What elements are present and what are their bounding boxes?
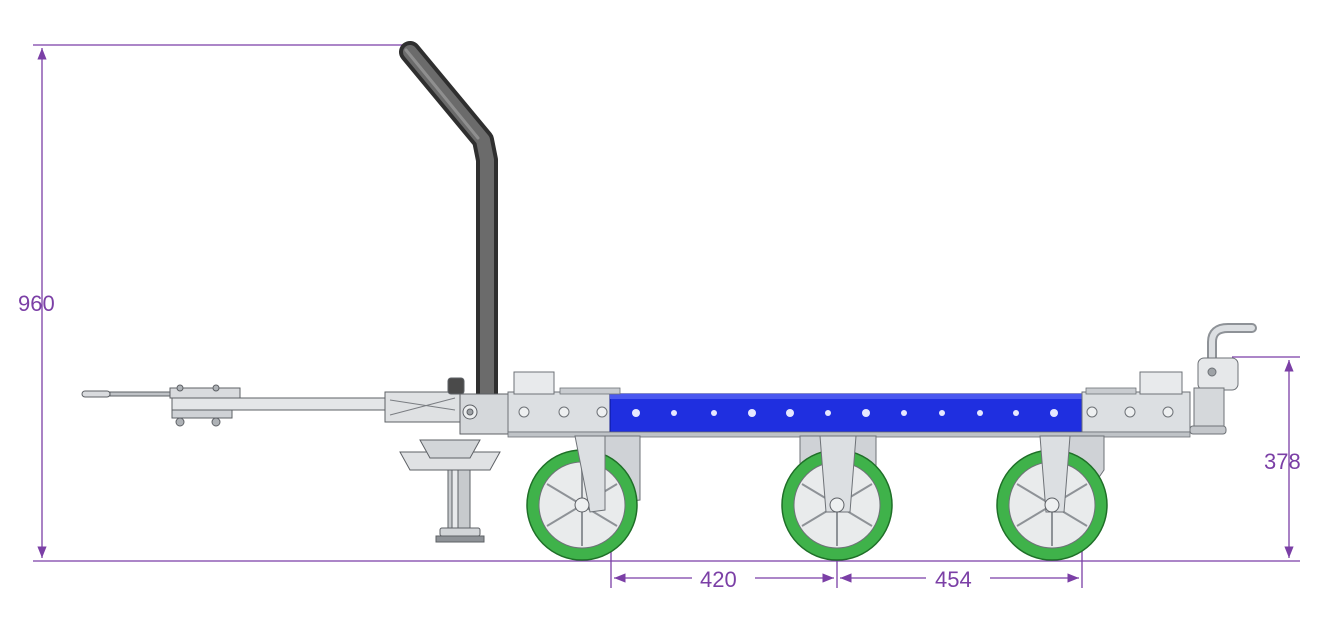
- frame: [507, 371, 1191, 438]
- caster-center: [781, 435, 893, 561]
- handle-bracket: [459, 393, 509, 435]
- push-handle: [399, 41, 498, 431]
- caster-right: [996, 435, 1108, 561]
- height-frame-label: 378: [1264, 449, 1301, 474]
- parking-stand: [399, 439, 501, 543]
- wheel-spacing-left-label: 420: [700, 567, 737, 592]
- coupling-hook: [1189, 323, 1257, 435]
- wheel-spacing-right-label: 454: [935, 567, 972, 592]
- dimension-lines: [33, 44, 1300, 588]
- frame-blue-tube: [609, 393, 1083, 433]
- caster-left: [526, 435, 641, 561]
- tow-bar: [81, 377, 465, 427]
- height-total-label: 960: [18, 291, 55, 316]
- frame-right-end: [1081, 391, 1191, 433]
